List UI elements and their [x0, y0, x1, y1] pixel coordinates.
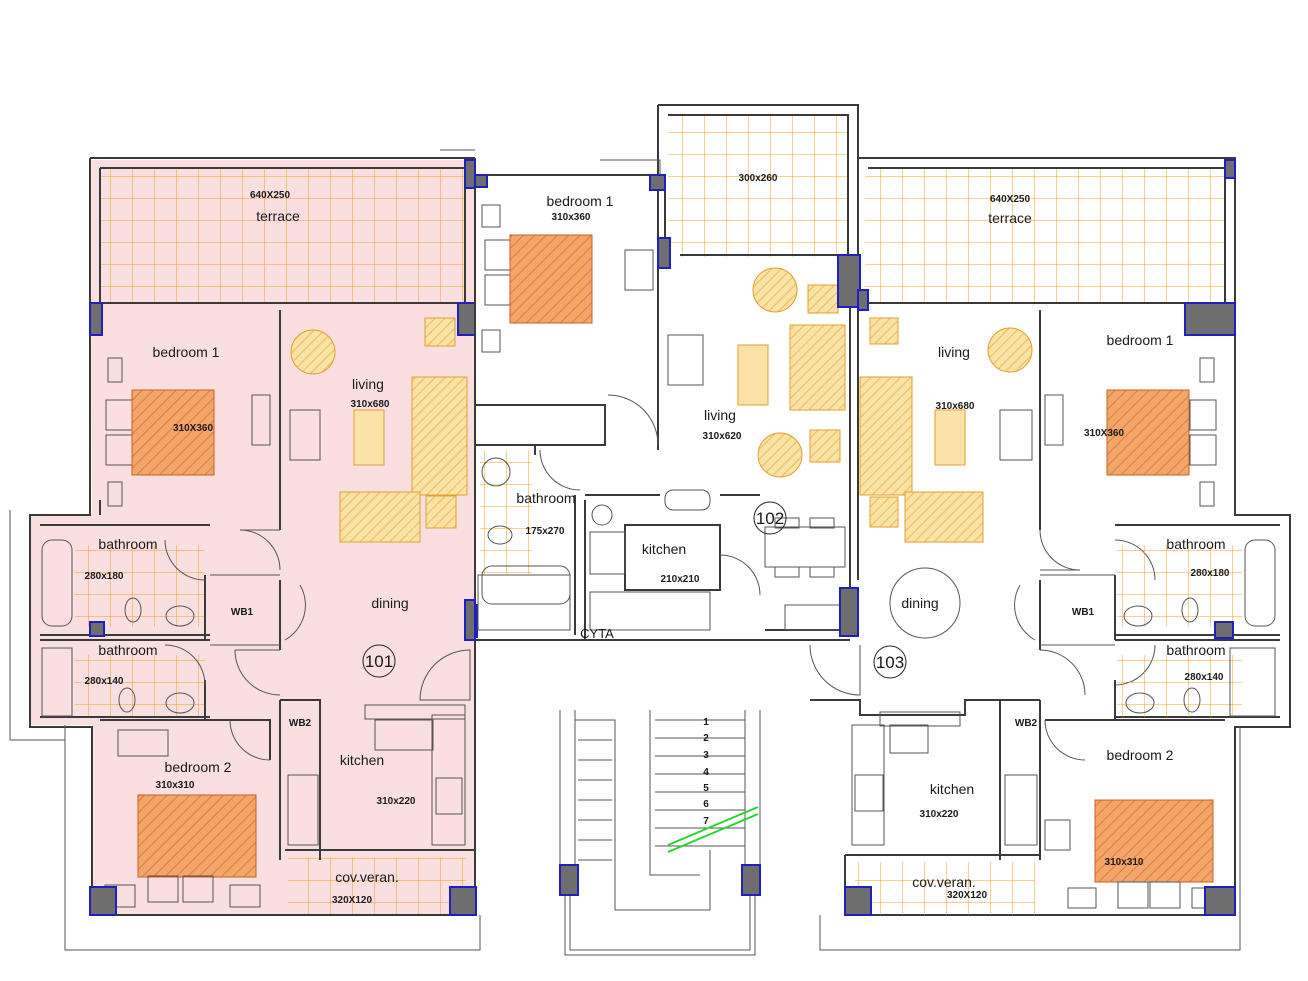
bathroom1-label-101: bathroom [98, 536, 157, 552]
kitchen-label-102: kitchen [642, 541, 686, 557]
bathroom2-dim-103: 280x140 [1185, 672, 1224, 683]
terrace-dim-103: 640X250 [990, 194, 1030, 205]
wb2-label-101: WB2 [289, 718, 312, 729]
bathroom-label-102: bathroom [516, 490, 575, 506]
unit-number-103: 103 [876, 653, 904, 672]
bedroom1-label-103: bedroom 1 [1107, 332, 1174, 348]
unit-number-102: 102 [756, 509, 784, 528]
bedroom2-dim-103: 310x310 [1105, 857, 1144, 868]
verandah-dim-101: 320X120 [332, 895, 372, 906]
stair-core [9, 510, 1241, 956]
stair-step-2: 2 [703, 733, 709, 744]
bathroom2-label-103: bathroom [1166, 642, 1225, 658]
terrace-dim-101: 640X250 [250, 190, 290, 201]
bedroom1-dim-103: 310X360 [1084, 428, 1124, 439]
stair-step-4: 4 [703, 767, 709, 778]
dining-label-101: dining [371, 595, 408, 611]
wb1-label-101: WB1 [231, 607, 254, 618]
terrace-label-103: terrace [988, 210, 1032, 226]
bedroom1-dim-101: 310X360 [173, 423, 213, 434]
bathroom1-dim-101: 280x180 [85, 571, 124, 582]
verandah-label-101: cov.veran. [335, 869, 399, 885]
living-dim-101: 310x680 [351, 399, 390, 410]
bedroom2-label-101: bedroom 2 [165, 759, 232, 775]
bathroom2-label-101: bathroom [98, 642, 157, 658]
bedroom2-label-103: bedroom 2 [1107, 747, 1174, 763]
unit-101 [29, 157, 478, 916]
wb2-label-103: WB2 [1015, 718, 1038, 729]
stair-step-3: 3 [703, 750, 709, 761]
bedroom1-dim-102: 310x360 [552, 212, 591, 223]
stair-step-1: 1 [703, 717, 709, 728]
balcony-dim-102: 300x260 [739, 173, 778, 184]
living-dim-103: 310x680 [936, 401, 975, 412]
bedroom1-label-102: bedroom 1 [547, 193, 614, 209]
wb1-label-103: WB1 [1072, 607, 1095, 618]
kitchen-dim-101: 310x220 [377, 796, 416, 807]
cyta-label: CYTA [580, 626, 614, 641]
unit-102 [440, 104, 861, 696]
verandah-dim-103: 320X120 [947, 890, 987, 901]
kitchen-dim-103: 310x220 [920, 809, 959, 820]
bedroom1-label-101: bedroom 1 [153, 344, 220, 360]
bedroom2-dim-101: 310x310 [156, 780, 195, 791]
stair-step-5: 5 [703, 783, 709, 794]
bathroom1-label-103: bathroom [1166, 536, 1225, 552]
bathroom2-dim-101: 280x140 [85, 676, 124, 687]
kitchen-label-101: kitchen [340, 752, 384, 768]
dining-label-103: dining [901, 595, 938, 611]
bathroom-dim-102: 175x270 [526, 526, 565, 537]
kitchen-dim-102: 210x210 [661, 574, 700, 585]
living-label-103: living [938, 344, 970, 360]
living-dim-102: 310x620 [703, 431, 742, 442]
labels: 640X250 terrace bedroom 1 310X360 living… [85, 173, 1230, 906]
bathroom1-dim-103: 280x180 [1191, 568, 1230, 579]
unit-103 [810, 157, 1291, 916]
kitchen-label-103: kitchen [930, 781, 974, 797]
terrace-label-101: terrace [256, 208, 300, 224]
living-label-102: living [704, 407, 736, 423]
terrace-tiles [100, 168, 465, 303]
stair-treads [578, 719, 745, 861]
stair-step-7: 7 [703, 816, 709, 827]
stair-step-6: 6 [703, 799, 709, 810]
living-label-101: living [352, 376, 384, 392]
unit-number-101: 101 [365, 652, 393, 671]
verandah-label-103: cov.veran. [912, 874, 976, 890]
